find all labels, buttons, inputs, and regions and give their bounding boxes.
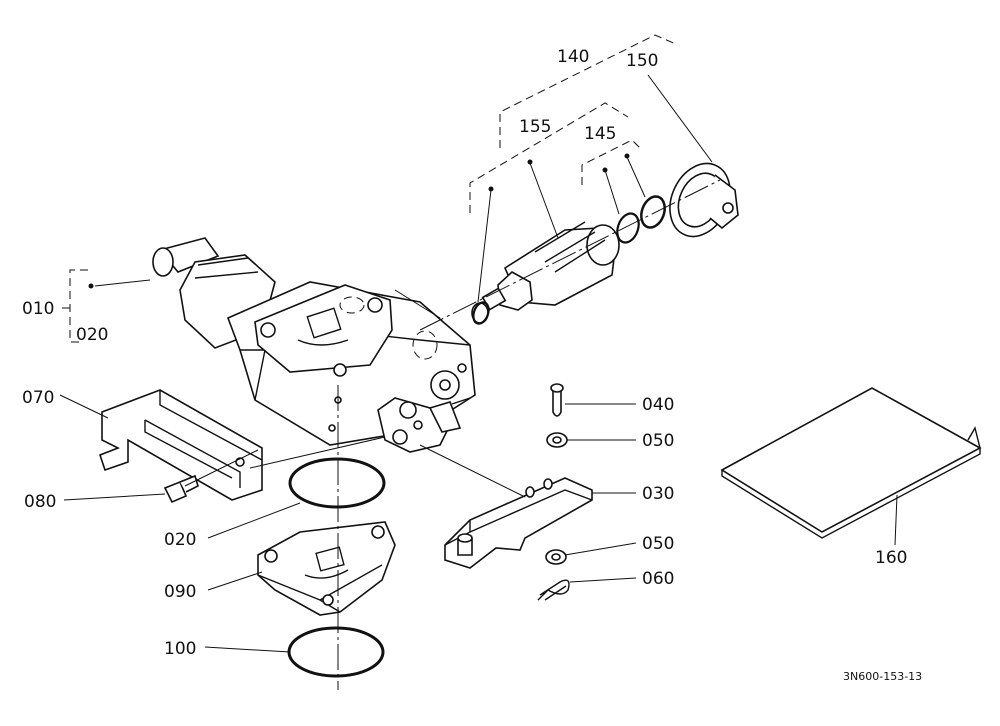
label-100: 100 [164,639,196,659]
valve-body [152,237,476,453]
label-050-top: 050 [642,431,674,451]
manual-document-160 [720,387,982,539]
o-ring-145b [640,195,666,229]
label-140: 140 [557,47,589,67]
o-ring-145a [616,212,640,244]
label-150: 150 [626,51,658,71]
leader-dots [88,153,630,289]
group-bracket-155 [469,102,629,213]
label-145: 145 [584,124,616,144]
label-080: 080 [24,492,56,512]
washer-050-top [546,432,568,448]
label-030: 030 [642,484,674,504]
group-bracket-140 [499,34,679,148]
assembly-axis-cartridge [419,179,721,331]
label-060: 060 [642,569,674,589]
leader-lines [59,74,898,653]
relief-valve-cartridge [471,221,620,324]
label-050-bottom: 050 [642,534,674,554]
pin-040 [550,383,564,417]
label-040: 040 [642,395,674,415]
o-ring-100 [287,626,385,678]
label-090: 090 [164,582,196,602]
o-ring-155 [472,301,490,325]
bolt-080 [163,474,199,504]
group-bracket-010 [69,269,88,343]
label-020-group: 020 [76,325,108,345]
washer-050-bottom [545,549,567,565]
bracket-plate-070 [99,389,263,501]
label-020-ring: 020 [164,530,196,550]
o-ring-020 [288,457,386,509]
label-160: 160 [875,548,907,568]
clamp-150 [669,162,739,238]
label-070: 070 [22,388,54,408]
link-plate-030 [444,477,593,569]
drawing-reference: 3N600-153-13 [843,670,922,683]
label-155: 155 [519,117,551,137]
group-bracket-145 [581,139,641,185]
cover-plate-090 [257,521,396,616]
snap-pin-060 [537,579,570,601]
label-010: 010 [22,299,54,319]
